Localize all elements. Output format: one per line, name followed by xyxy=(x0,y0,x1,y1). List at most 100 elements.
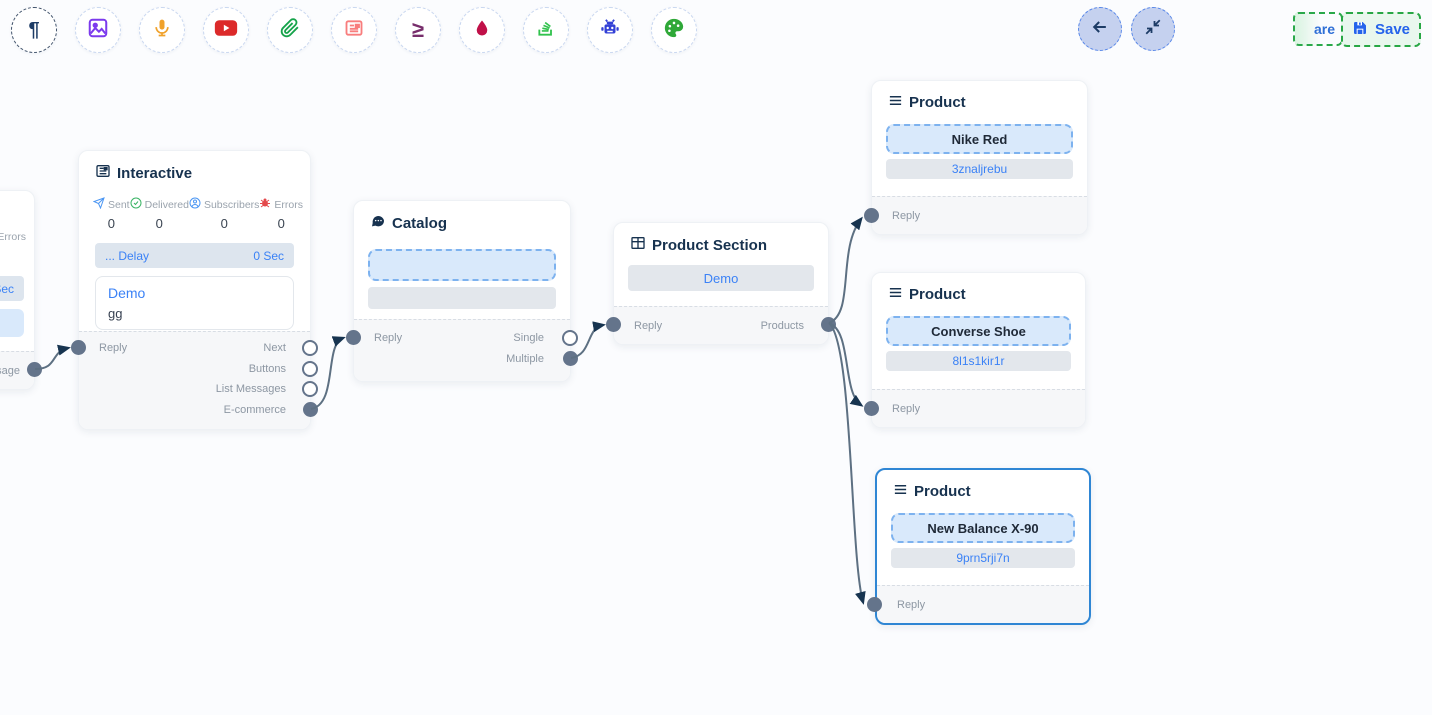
port-label-reply: Reply xyxy=(374,332,403,344)
message-title: Demo xyxy=(108,285,146,301)
edge-products-to-new-balance-reply[interactable] xyxy=(828,322,866,605)
port-label-single: Single xyxy=(513,332,544,344)
input-port-reply[interactable] xyxy=(71,340,86,355)
greater-equal-icon: ≥ xyxy=(411,17,425,42)
text-block-button[interactable]: ¶ xyxy=(11,7,57,53)
node-footer: Reply Products xyxy=(614,306,828,344)
port-label-multiple: Multiple xyxy=(506,353,544,365)
output-port-list-messages[interactable] xyxy=(302,381,318,397)
paperclip-icon xyxy=(280,17,300,43)
edge-products-to-nike-reply[interactable] xyxy=(828,216,863,324)
delay-row: 0 Sec xyxy=(0,276,24,301)
condition-block-button[interactable]: ≥ xyxy=(395,7,441,53)
hamburger-icon xyxy=(893,482,908,501)
clipped-left-node[interactable]: Errors 0 0 Sec Message xyxy=(0,190,42,390)
section-content-box[interactable]: Demo xyxy=(628,265,814,291)
bot-block-button[interactable] xyxy=(587,7,633,53)
stat-value: 0 xyxy=(277,216,285,231)
retailer-id-text: 9prn5rji7n xyxy=(956,551,1010,565)
save-icon xyxy=(1352,20,1368,40)
port-label-reply: Reply xyxy=(897,599,926,611)
edge-multiple-to-product-section-reply[interactable] xyxy=(570,321,606,359)
product-node-nike[interactable]: Product Nike Red 3znaljrebu Reply xyxy=(864,80,1088,235)
node-header: Catalog xyxy=(354,201,570,241)
edge-message-to-interactive-reply[interactable] xyxy=(34,344,71,370)
droplet-block-button[interactable] xyxy=(459,7,505,53)
node-footer: Reply Next Buttons List Messages E-comme… xyxy=(79,331,310,429)
save-button[interactable]: Save xyxy=(1341,12,1421,47)
palette-icon xyxy=(663,17,685,44)
interactive-block-button[interactable] xyxy=(331,7,377,53)
node-header: Product Section xyxy=(614,223,828,263)
port-label-ecommerce: E-commerce xyxy=(223,404,286,416)
output-port-buttons[interactable] xyxy=(302,361,318,377)
audio-block-button[interactable] xyxy=(139,7,185,53)
palette-block-button[interactable] xyxy=(651,7,697,53)
product-section-node[interactable]: Product Section Demo Reply Products xyxy=(606,222,836,345)
interactive-node[interactable]: Interactive Sent 0 Delivered xyxy=(71,150,318,430)
arrow-left-icon xyxy=(1090,17,1110,42)
output-port-multiple[interactable] xyxy=(563,351,578,366)
stat-label: Errors xyxy=(274,198,304,211)
node-footer: Reply xyxy=(872,389,1085,427)
retailer-id-box[interactable]: 9prn5rji7n xyxy=(891,548,1075,568)
delay-row[interactable]: ... Delay 0 Sec xyxy=(95,243,294,268)
stat-label: Sent xyxy=(108,198,130,211)
product-name-box[interactable]: Nike Red xyxy=(886,124,1073,154)
catalog-secondary-box[interactable] xyxy=(368,287,556,309)
input-port-reply[interactable] xyxy=(346,330,361,345)
output-port-ecommerce[interactable] xyxy=(303,402,318,417)
chat-bubble-icon xyxy=(370,213,386,233)
edge-ecommerce-to-catalog-reply[interactable] xyxy=(310,336,346,410)
retailer-id-text: 3znaljrebu xyxy=(951,162,1008,176)
user-circle-icon xyxy=(189,197,201,212)
stat-value: 0 xyxy=(0,248,26,263)
input-port-reply[interactable] xyxy=(867,597,882,612)
delay-value: 0 Sec xyxy=(0,281,14,296)
paper-plane-icon xyxy=(92,197,105,212)
clipped-button-text: are xyxy=(1313,21,1335,37)
node-footer: Reply Single Multiple xyxy=(354,319,570,381)
edge-products-to-converse-reply[interactable] xyxy=(828,322,864,407)
node-title-text: Product xyxy=(909,286,966,303)
input-port-reply[interactable] xyxy=(864,208,879,223)
paragraph-icon: ¶ xyxy=(28,19,40,41)
grid-icon xyxy=(630,235,646,255)
bug-icon xyxy=(259,197,271,212)
check-circle-icon xyxy=(130,197,142,212)
input-port-reply[interactable] xyxy=(864,401,879,416)
image-block-button[interactable] xyxy=(75,7,121,53)
input-port-reply[interactable] xyxy=(606,317,621,332)
product-node-converse[interactable]: Product Converse Shoe 8l1s1kir1r Reply xyxy=(864,272,1086,428)
catalog-node[interactable]: Catalog Reply Single Multiple xyxy=(346,200,578,382)
node-header: Interactive xyxy=(79,151,310,191)
newspaper-card-icon xyxy=(95,163,111,183)
node-title-text: Catalog xyxy=(392,214,448,232)
message-body: gg xyxy=(108,306,123,321)
fit-view-icon xyxy=(1144,18,1162,41)
stats-row: Sent 0 Delivered 0 Subscribers xyxy=(79,191,310,231)
hamburger-icon xyxy=(888,285,903,304)
fit-view-button[interactable] xyxy=(1131,7,1175,51)
message-box[interactable]: Demo gg xyxy=(95,276,294,330)
stat-errors: Errors 0 xyxy=(0,229,26,263)
catalog-placeholder-box[interactable] xyxy=(368,249,556,281)
output-port-next[interactable] xyxy=(302,340,318,356)
delay-value: 0 Sec xyxy=(253,248,284,263)
product-name-box[interactable]: Converse Shoe xyxy=(886,316,1071,346)
output-port-message[interactable] xyxy=(27,362,42,377)
file-block-button[interactable] xyxy=(267,7,313,53)
product-name-box[interactable]: New Balance X-90 xyxy=(891,513,1075,543)
product-node-new-balance[interactable]: Product New Balance X-90 9prn5rji7n Repl… xyxy=(867,468,1091,625)
stack-block-button[interactable] xyxy=(523,7,569,53)
back-button[interactable] xyxy=(1078,7,1122,51)
video-block-button[interactable] xyxy=(203,7,249,53)
retailer-id-box[interactable]: 8l1s1kir1r xyxy=(886,351,1071,371)
retailer-id-box[interactable]: 3znaljrebu xyxy=(886,159,1073,179)
clipped-share-button[interactable]: are xyxy=(1293,12,1343,46)
top-toolbar: ¶ ≥ xyxy=(0,0,1432,62)
output-port-single[interactable] xyxy=(562,330,578,346)
delay-label: ... Delay xyxy=(105,248,150,263)
